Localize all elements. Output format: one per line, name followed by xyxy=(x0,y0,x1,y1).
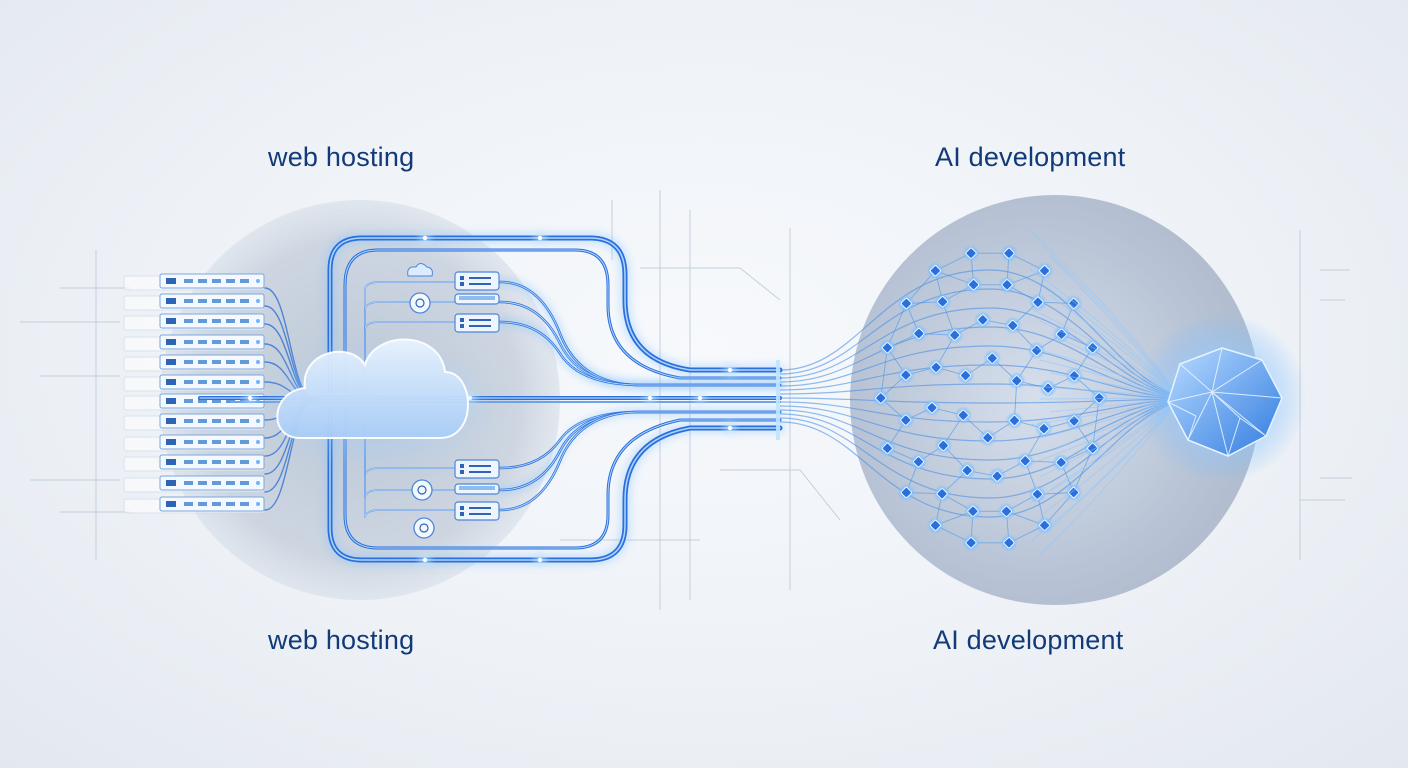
server-unit xyxy=(123,313,265,331)
network-node xyxy=(964,275,983,294)
network-node xyxy=(978,428,997,447)
network-node xyxy=(963,502,982,521)
network-node xyxy=(927,358,946,377)
network-node xyxy=(1035,516,1054,535)
network-node xyxy=(1028,293,1047,312)
network-node xyxy=(1028,485,1047,504)
network-node xyxy=(933,484,952,503)
data-cables xyxy=(195,232,786,566)
ai-development-label-bottom: AI development xyxy=(933,625,1124,655)
mini-cloud-icon xyxy=(407,263,433,277)
network-node xyxy=(878,439,897,458)
network-node xyxy=(973,310,992,329)
network-node xyxy=(878,338,897,357)
ai-development-label-top: AI development xyxy=(935,142,1126,172)
cloud-icon xyxy=(276,338,478,453)
network-node xyxy=(999,244,1018,263)
network-node xyxy=(1065,366,1084,385)
network-node xyxy=(1034,419,1053,438)
server-unit xyxy=(123,496,265,514)
service-modules xyxy=(407,263,500,539)
network-node xyxy=(1005,411,1024,430)
web-hosting-label-top: web hosting xyxy=(268,142,415,172)
network-node xyxy=(1064,294,1083,313)
server-unit xyxy=(123,454,265,472)
warning-icon xyxy=(411,479,433,501)
network-node xyxy=(999,533,1018,552)
server-unit xyxy=(123,413,265,431)
neural-network-icon xyxy=(779,244,1201,552)
network-node xyxy=(896,411,915,430)
server-unit xyxy=(123,434,265,452)
network-node xyxy=(954,406,973,425)
network-node xyxy=(1007,371,1026,390)
server-module xyxy=(454,313,500,333)
server-module xyxy=(454,293,500,305)
network-node xyxy=(926,261,945,280)
server-module xyxy=(454,271,500,291)
network-node xyxy=(956,366,975,385)
network-node xyxy=(997,502,1016,521)
network-node xyxy=(998,275,1017,294)
network-node xyxy=(926,516,945,535)
network-node xyxy=(1064,483,1083,502)
network-node xyxy=(1035,261,1054,280)
server-unit xyxy=(123,334,265,352)
network-node xyxy=(897,294,916,313)
network-node xyxy=(962,533,981,552)
ai-disc xyxy=(850,195,1260,605)
network-node xyxy=(934,436,953,455)
polyhedron-icon xyxy=(1137,313,1307,483)
network-node xyxy=(871,389,890,407)
server-module xyxy=(454,483,500,495)
server-unit xyxy=(123,354,265,372)
server-unit xyxy=(123,374,265,392)
network-node xyxy=(962,244,981,263)
network-node xyxy=(896,366,915,385)
network-node xyxy=(897,483,916,502)
network-node xyxy=(1003,316,1022,335)
shared-icon xyxy=(409,292,431,314)
server-module xyxy=(454,459,500,479)
server-unit xyxy=(123,293,265,311)
network-node xyxy=(1016,451,1035,470)
network-node xyxy=(1065,411,1084,430)
network-node xyxy=(945,326,964,345)
network-node xyxy=(909,324,928,343)
network-node xyxy=(958,461,977,480)
network-node xyxy=(909,452,928,471)
network-node xyxy=(1090,389,1109,407)
server-unit xyxy=(123,475,265,493)
network-node xyxy=(922,398,941,417)
storage-icon xyxy=(413,517,435,539)
network-node xyxy=(1027,341,1046,360)
server-rack-icon xyxy=(123,273,265,514)
network-node xyxy=(988,467,1007,486)
server-unit xyxy=(123,273,265,291)
network-node xyxy=(983,349,1002,368)
server-module xyxy=(454,501,500,521)
network-node xyxy=(1039,379,1058,398)
network-node xyxy=(933,292,952,311)
network-node xyxy=(1052,453,1071,472)
web-hosting-label-bottom: web hosting xyxy=(268,625,415,655)
